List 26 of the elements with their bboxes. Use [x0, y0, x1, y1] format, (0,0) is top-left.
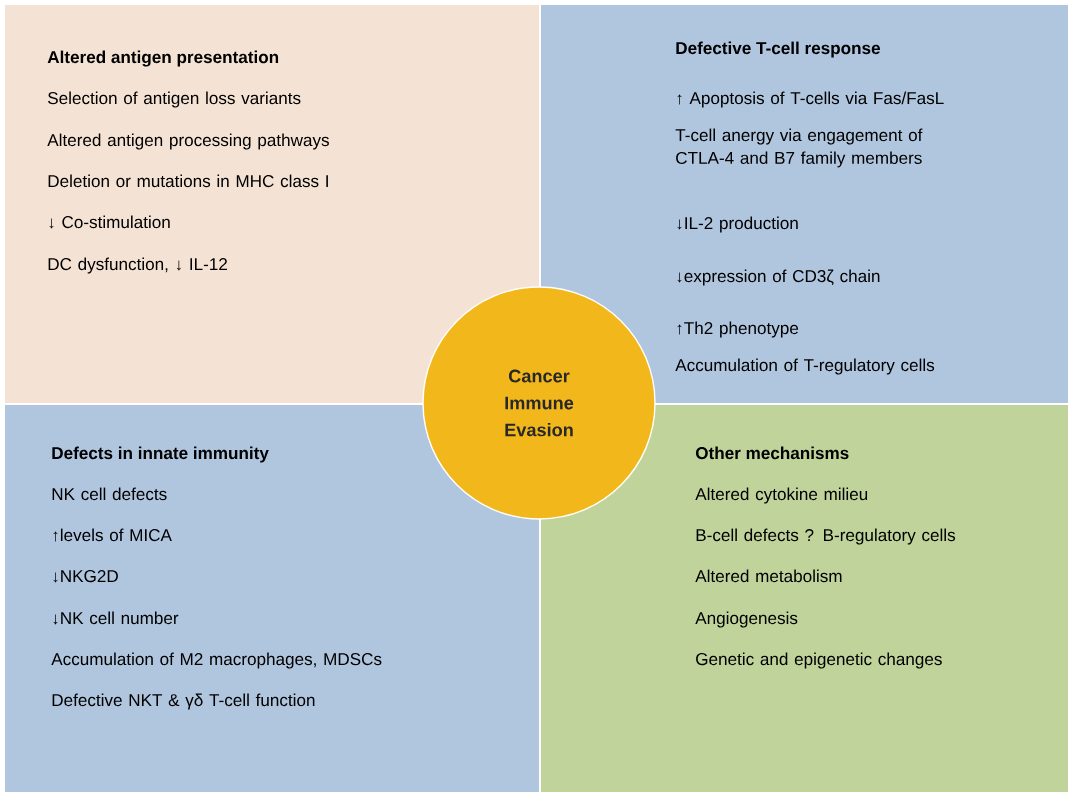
list-item: Genetic and epigenetic changes	[696, 652, 942, 669]
list-item: ↓IL-2 production	[677, 216, 798, 233]
list-item: T-cell anergy via engagement of CTLA-4 and B7 family members	[675, 128, 923, 168]
list-item: B-cell defects ? B-regulatory cells	[696, 528, 956, 545]
list-item: Altered antigen processing pathways	[47, 133, 329, 150]
list-item: Altered metabolism	[695, 569, 842, 583]
list-item: ↓NK cell number	[53, 611, 179, 625]
list-item: Accumulation of T-regulatory cells	[675, 358, 935, 375]
list-item: ↓NKG2D	[53, 570, 118, 583]
list-item: Angiogenesis	[695, 611, 798, 628]
panel-heading: Other mechanisms	[695, 446, 849, 460]
list-item: NK cell defects	[52, 487, 167, 501]
list-item: Accumulation of M2 macrophages, MDSCs	[51, 652, 382, 669]
list-item: Altered cytokine milieu	[695, 487, 868, 504]
list-item: ↑Th2 phenotype	[677, 321, 799, 338]
list-item: Deletion or mutations in MHC class I	[48, 174, 328, 188]
list-item: ↓expression of CD3ζ chain	[677, 269, 880, 286]
panel-heading: Defects in innate immunity	[52, 446, 269, 463]
list-item: ↑ Apoptosis of T-cells via Fas/FasL	[677, 91, 944, 108]
list-item: Selection of antigen loss variants	[48, 91, 301, 108]
list-item: ↓ Co-stimulation	[49, 215, 170, 229]
panel-heading: Altered antigen presentation	[47, 50, 279, 67]
list-item: Defective NKT & γδ T-cell function	[52, 693, 315, 710]
panel-heading: Defective T-cell response	[676, 41, 880, 58]
list-item: ↑levels of MICA	[53, 528, 172, 542]
list-item: DC dysfunction, ↓ IL-12	[48, 257, 227, 274]
